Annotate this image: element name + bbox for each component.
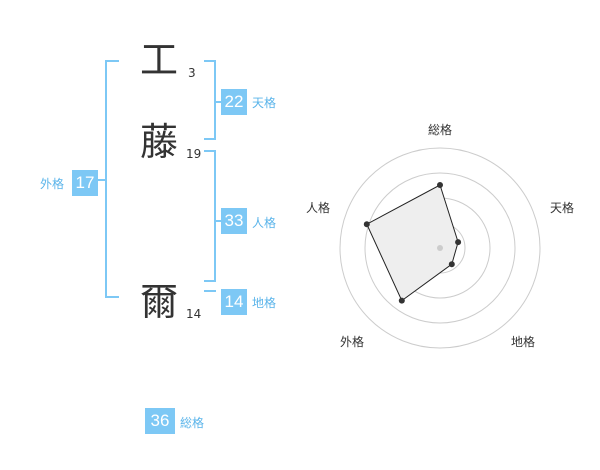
- radar-ring: [364, 172, 516, 324]
- stroke-count-2: 19: [186, 147, 202, 161]
- jinkaku-value: 33: [221, 208, 247, 234]
- radar-area: [366, 184, 459, 302]
- name-char-2: 藤: [140, 120, 179, 164]
- gaikaku-connector: [98, 179, 106, 181]
- tenkaku-bracket: [204, 60, 216, 140]
- radar-label-right: 天格: [550, 200, 574, 215]
- jinkaku-label: 人格: [252, 216, 277, 230]
- stroke-count-3: 14: [186, 307, 202, 321]
- radar-label-left: 人格: [306, 200, 330, 215]
- soukaku-label: 総格: [180, 416, 205, 430]
- chikaku-value: 14: [221, 289, 247, 315]
- jinkaku-bracket: [204, 150, 216, 282]
- radar-label-top: 総格: [428, 122, 452, 137]
- chikaku-bracket: [204, 290, 216, 302]
- gaikaku-bracket: [105, 60, 119, 298]
- gaikaku-value: 17: [72, 170, 98, 196]
- radar-point-1: [437, 182, 443, 188]
- jinkaku-connector: [215, 220, 221, 222]
- radar-ring: [339, 147, 541, 349]
- soukaku-value: 36: [145, 408, 175, 434]
- tenkaku-value: 22: [221, 89, 247, 115]
- stroke-count-1: 3: [188, 66, 196, 80]
- radar-point-4: [398, 297, 405, 304]
- radar-point-3: [448, 261, 455, 268]
- radar-point-2: [455, 239, 462, 246]
- name-char-3: 爾: [140, 280, 179, 324]
- radar-center-dot: [437, 245, 443, 251]
- name-char-1: 工: [140, 38, 179, 82]
- tenkaku-label: 天格: [252, 96, 277, 110]
- radar-points: [363, 182, 462, 304]
- chikaku-label: 地格: [252, 296, 277, 310]
- tenkaku-connector: [215, 101, 221, 103]
- gaikaku-label: 外格: [40, 177, 65, 191]
- radar-point-5: [363, 221, 370, 228]
- radar-label-bottom-right: 地格: [511, 334, 535, 349]
- radar-label-bottom-left: 外格: [340, 334, 364, 349]
